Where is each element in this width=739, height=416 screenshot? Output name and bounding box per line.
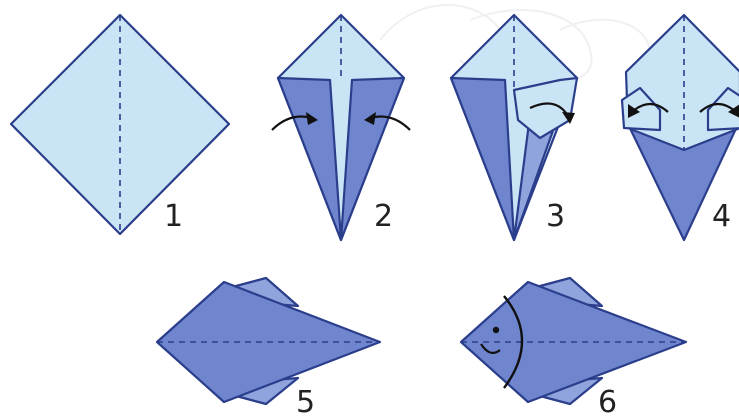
left-opened-flap — [620, 86, 662, 132]
step-5: 5 — [155, 276, 382, 416]
square-paper — [9, 13, 231, 236]
step-number: 2 — [374, 199, 393, 234]
right-folded-flap — [339, 76, 406, 242]
step-4: 4 — [620, 13, 739, 242]
step-1: 1 — [9, 13, 231, 236]
step-number: 5 — [296, 385, 315, 416]
step-number: 3 — [546, 199, 565, 234]
arrowhead-icon — [628, 104, 640, 118]
step-2: 2 — [271, 13, 411, 242]
arrowhead-icon — [562, 112, 575, 124]
left-folded-flap — [449, 76, 516, 242]
left-folded-flap — [276, 76, 343, 242]
right-opened-flap — [706, 86, 739, 132]
step-6: 6 — [459, 276, 688, 416]
step-number: 1 — [164, 199, 183, 234]
step-number: 6 — [598, 385, 617, 416]
fish-eye-icon — [492, 326, 500, 334]
step-3: 3 — [449, 13, 579, 242]
fish-mouth-icon — [480, 343, 501, 354]
step-number: 4 — [712, 199, 731, 234]
arrowhead-icon — [306, 112, 318, 125]
gill-line — [503, 295, 524, 389]
arrowhead-icon — [728, 104, 739, 118]
arrowhead-icon — [364, 112, 376, 125]
